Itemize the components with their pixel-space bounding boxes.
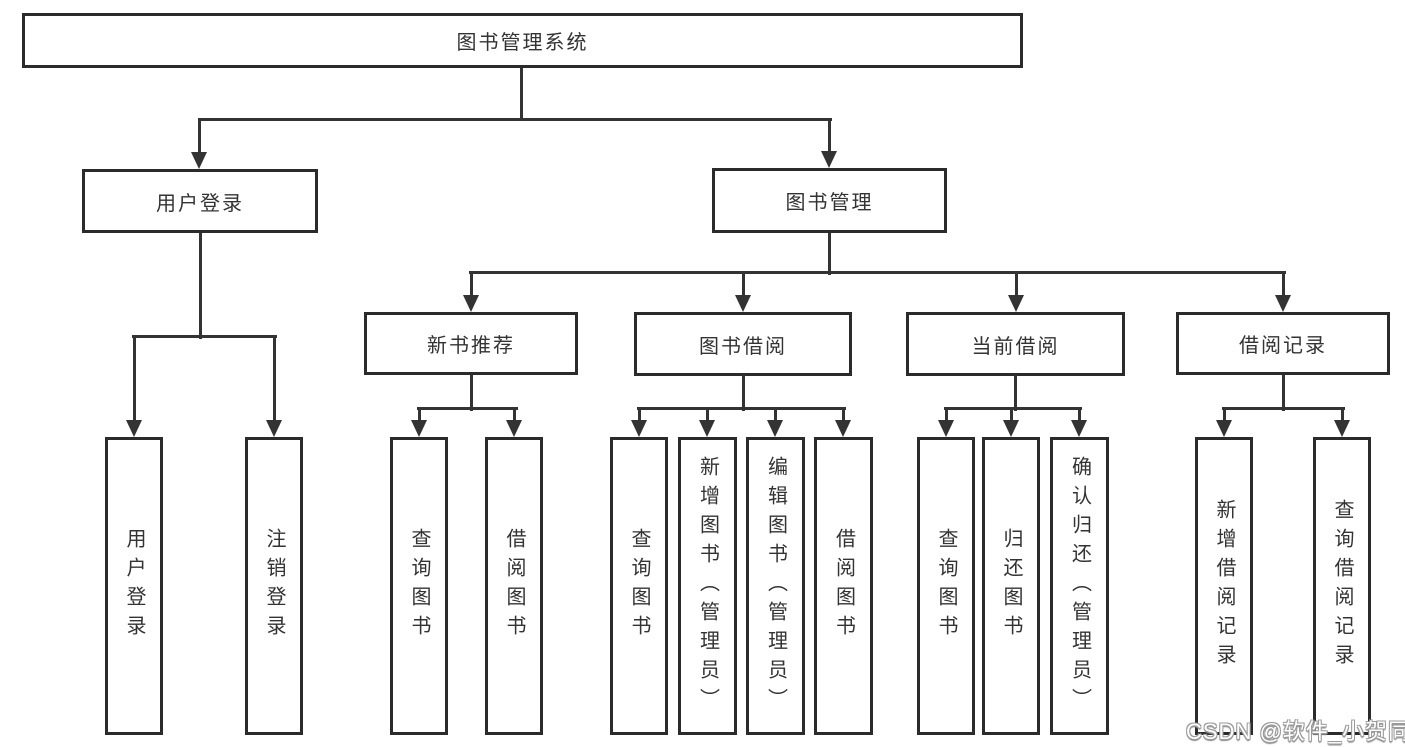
arrowhead-down bbox=[411, 420, 427, 437]
leaf-logout: 注销登录 bbox=[245, 437, 303, 735]
leaf-confirm-return-admin-label: 确认归还（管理员） bbox=[1068, 455, 1091, 717]
arrowhead-down bbox=[126, 420, 142, 437]
connector-line bbox=[1222, 408, 1226, 421]
leaf-borrow-books-2: 借阅图书 bbox=[814, 437, 873, 735]
connector-line bbox=[1281, 272, 1285, 296]
leaf-edit-book-admin-label: 编辑图书（管理员） bbox=[764, 455, 787, 717]
connector-line bbox=[1281, 375, 1285, 411]
leaf-query-books-2: 查询图书 bbox=[610, 437, 668, 735]
leaf-user-login-label: 用户登录 bbox=[123, 528, 145, 644]
connector-line bbox=[827, 233, 831, 275]
leaf-logout-label: 注销登录 bbox=[263, 528, 285, 644]
arrowhead-down bbox=[835, 420, 851, 437]
connector-line bbox=[773, 408, 777, 421]
connector-line bbox=[131, 334, 277, 338]
connector-line bbox=[197, 117, 832, 121]
arrowhead-down bbox=[767, 420, 783, 437]
connector-line bbox=[519, 68, 523, 119]
leaf-add-borrow-record: 新增借阅记录 bbox=[1195, 437, 1253, 735]
connector-line bbox=[132, 336, 136, 421]
arrowhead-down bbox=[1334, 420, 1350, 437]
leaf-borrow-books-2-label: 借阅图书 bbox=[832, 528, 855, 644]
leaf-query-books-1-label: 查询图书 bbox=[408, 528, 430, 644]
connector-line bbox=[1014, 272, 1018, 296]
node-root: 图书管理系统 bbox=[22, 13, 1023, 68]
connector-line bbox=[469, 272, 473, 296]
csdn-watermark-text: CSDN @软件_小贺同 bbox=[1186, 719, 1405, 744]
leaf-add-book-admin-label: 新增图书（管理员） bbox=[696, 455, 719, 717]
csdn-watermark: CSDN @软件_小贺同学 bbox=[1186, 713, 1405, 747]
node-user-login: 用户登录 bbox=[82, 169, 318, 233]
leaf-query-books-3: 查询图书 bbox=[917, 437, 975, 735]
leaf-query-books-1: 查询图书 bbox=[390, 437, 448, 735]
connector-line bbox=[637, 408, 641, 421]
leaf-user-login: 用户登录 bbox=[105, 437, 163, 735]
arrowhead-down bbox=[699, 420, 715, 437]
leaf-add-book-admin: 新增图书（管理员） bbox=[678, 437, 737, 735]
connector-line bbox=[636, 406, 846, 410]
connector-line bbox=[416, 406, 518, 410]
arrowhead-down bbox=[1275, 295, 1291, 312]
connector-line bbox=[197, 119, 201, 153]
arrowhead-down bbox=[506, 420, 522, 437]
arrowhead-down bbox=[735, 295, 751, 312]
arrowhead-down bbox=[463, 295, 479, 312]
connector-line bbox=[943, 406, 1082, 410]
arrowhead-down bbox=[266, 420, 282, 437]
node-new-book-recommend: 新书推荐 bbox=[364, 312, 578, 375]
leaf-borrow-books-1-label: 借阅图书 bbox=[503, 528, 525, 644]
connector-line bbox=[1013, 375, 1017, 411]
arrowhead-down bbox=[821, 151, 837, 168]
arrowhead-down bbox=[191, 152, 207, 169]
connector-line bbox=[827, 119, 831, 152]
connector-line bbox=[512, 408, 516, 421]
connector-line bbox=[1009, 408, 1013, 421]
leaf-query-borrow-record: 查询借阅记录 bbox=[1313, 437, 1371, 735]
connector-line bbox=[741, 272, 745, 296]
node-borrow-records: 借阅记录 bbox=[1176, 312, 1390, 375]
connector-line bbox=[1077, 408, 1081, 421]
node-book-borrow: 图书借阅 bbox=[634, 312, 852, 376]
leaf-confirm-return-admin: 确认归还（管理员） bbox=[1050, 437, 1109, 735]
connector-line bbox=[841, 408, 845, 421]
leaf-query-borrow-record-label: 查询借阅记录 bbox=[1331, 499, 1353, 673]
leaf-return-book: 归还图书 bbox=[982, 437, 1040, 735]
connector-line bbox=[198, 233, 202, 339]
connector-line bbox=[705, 408, 709, 421]
connector-line bbox=[272, 336, 276, 421]
connector-line bbox=[944, 408, 948, 421]
leaf-return-book-label: 归还图书 bbox=[1000, 528, 1022, 644]
node-book-management: 图书管理 bbox=[712, 168, 947, 233]
leaf-add-borrow-record-label: 新增借阅记录 bbox=[1213, 499, 1235, 673]
leaf-query-books-2-label: 查询图书 bbox=[628, 528, 650, 644]
connector-line bbox=[468, 270, 1286, 274]
arrowhead-down bbox=[1071, 420, 1087, 437]
connector-line bbox=[1340, 408, 1344, 421]
leaf-edit-book-admin: 编辑图书（管理员） bbox=[746, 437, 805, 735]
arrowhead-down bbox=[938, 420, 954, 437]
arrowhead-down bbox=[1008, 295, 1024, 312]
connector-line bbox=[1221, 406, 1345, 410]
node-current-borrow: 当前借阅 bbox=[906, 312, 1125, 376]
leaf-query-books-3-label: 查询图书 bbox=[935, 528, 957, 644]
connector-line bbox=[469, 375, 473, 411]
arrowhead-down bbox=[631, 420, 647, 437]
connector-line bbox=[741, 375, 745, 411]
arrowhead-down bbox=[1003, 420, 1019, 437]
arrowhead-down bbox=[1216, 420, 1232, 437]
leaf-borrow-books-1: 借阅图书 bbox=[485, 437, 543, 735]
connector-line bbox=[417, 408, 421, 421]
